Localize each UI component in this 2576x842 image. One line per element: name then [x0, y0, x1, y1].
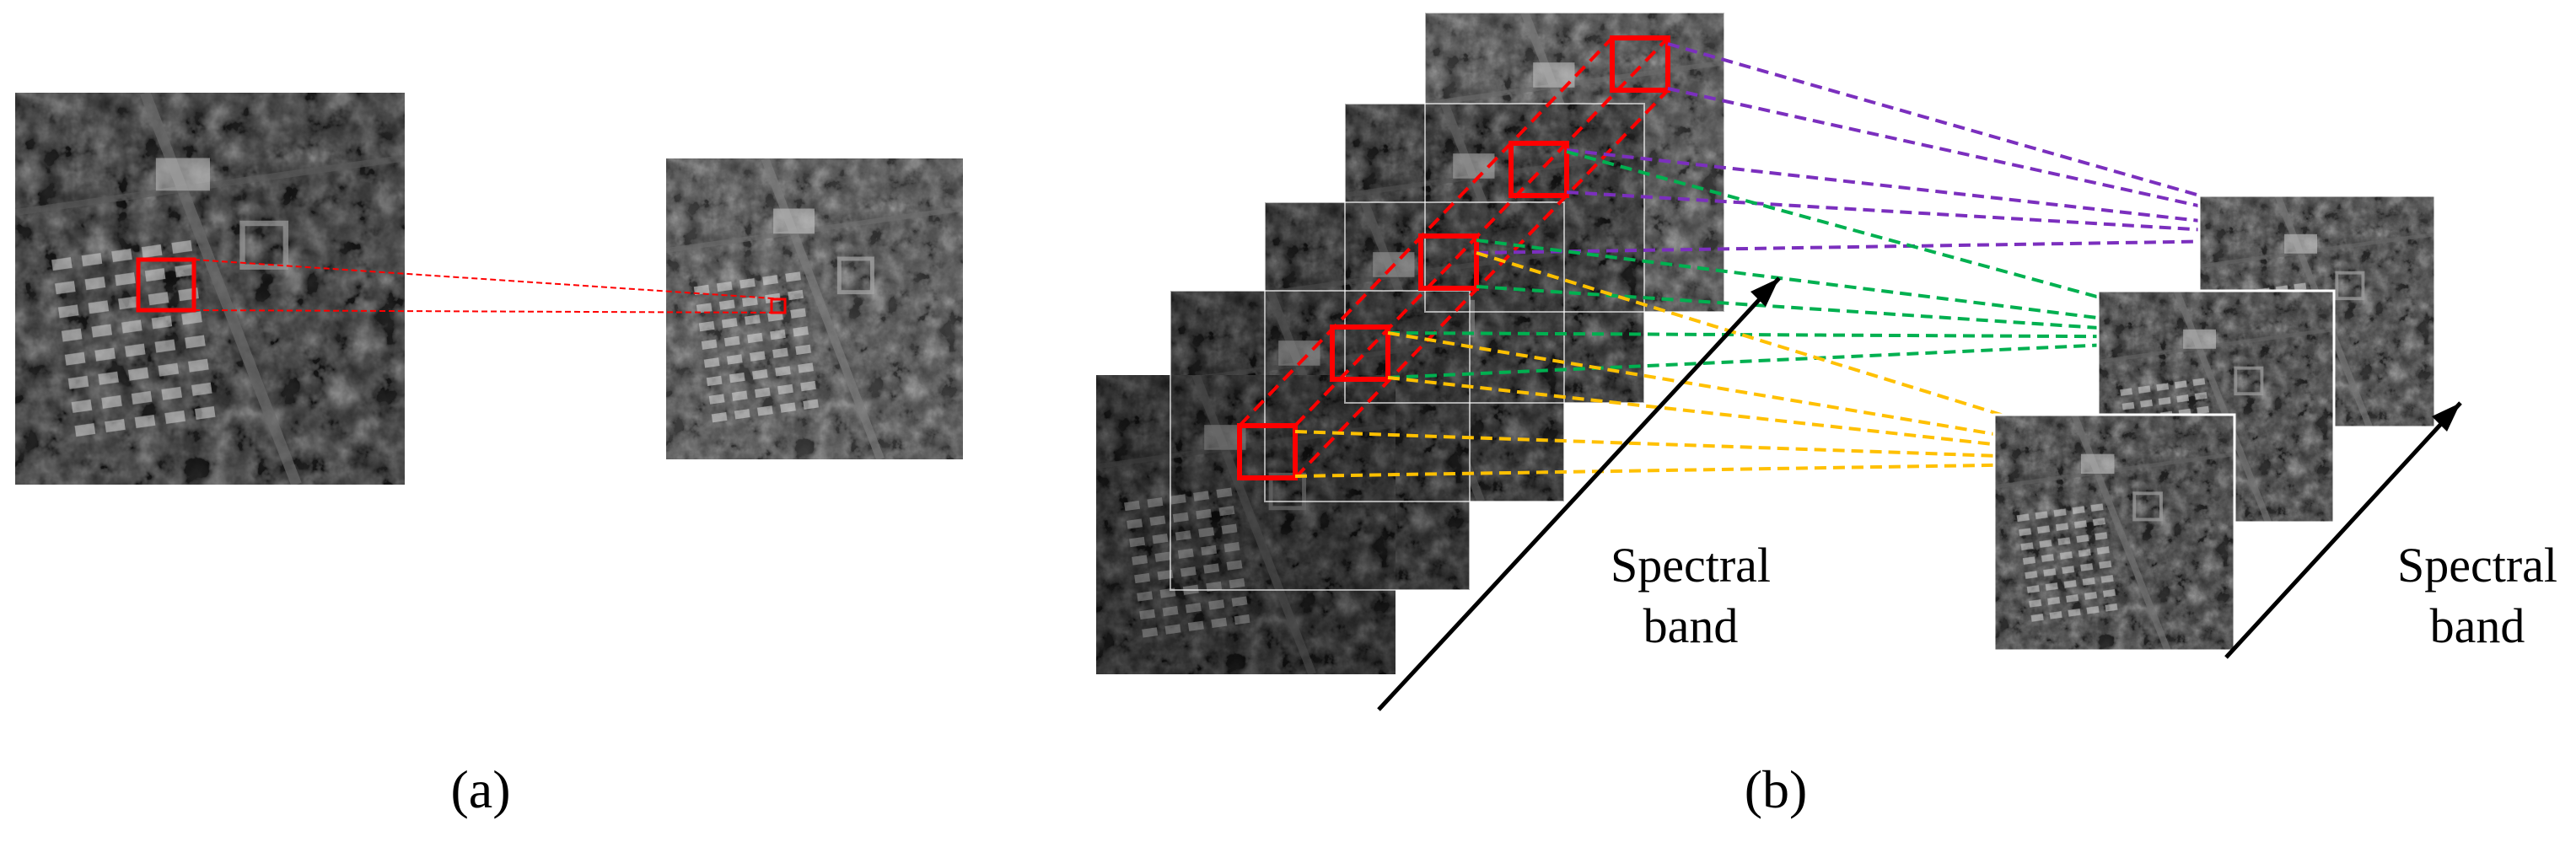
panel-a-projection-line-bottom — [193, 309, 786, 314]
arrow-head-icon — [2432, 403, 2460, 432]
spectral-band-label-right-line1: Spectral — [2397, 538, 2557, 593]
panel-a-large-image — [15, 93, 405, 485]
spectral-arrow-right — [2224, 401, 2462, 659]
patch-box-5 — [1610, 35, 1670, 93]
patch-box-4 — [1508, 141, 1569, 198]
panel-b: Spectral band Spectral band (b) — [1096, 12, 2557, 819]
panel-a-caption: (a) — [450, 759, 510, 819]
patch-boxes — [1237, 35, 1670, 480]
panel-a-projection-line-top — [193, 259, 786, 300]
arrow-head-icon — [1750, 278, 1779, 307]
patch-box-3 — [1418, 233, 1479, 291]
spectral-band-label-left-line1: Spectral — [1611, 538, 1771, 593]
patch-image-1 — [1994, 415, 2235, 651]
panel-b-caption: (b) — [1745, 759, 1808, 819]
patch-box-1 — [1237, 423, 1298, 480]
panel-a: (a) — [15, 93, 963, 819]
spectral-arrow-left — [1377, 276, 1781, 711]
panel-a-patch-box — [136, 257, 196, 313]
spectral-band-label-left-line2: band — [1643, 598, 1739, 653]
band-stack-right — [1993, 194, 2437, 652]
panel-a-small-image — [666, 158, 963, 459]
patch-box-2 — [1330, 324, 1390, 382]
spectral-band-label-right-line2: band — [2430, 598, 2525, 653]
